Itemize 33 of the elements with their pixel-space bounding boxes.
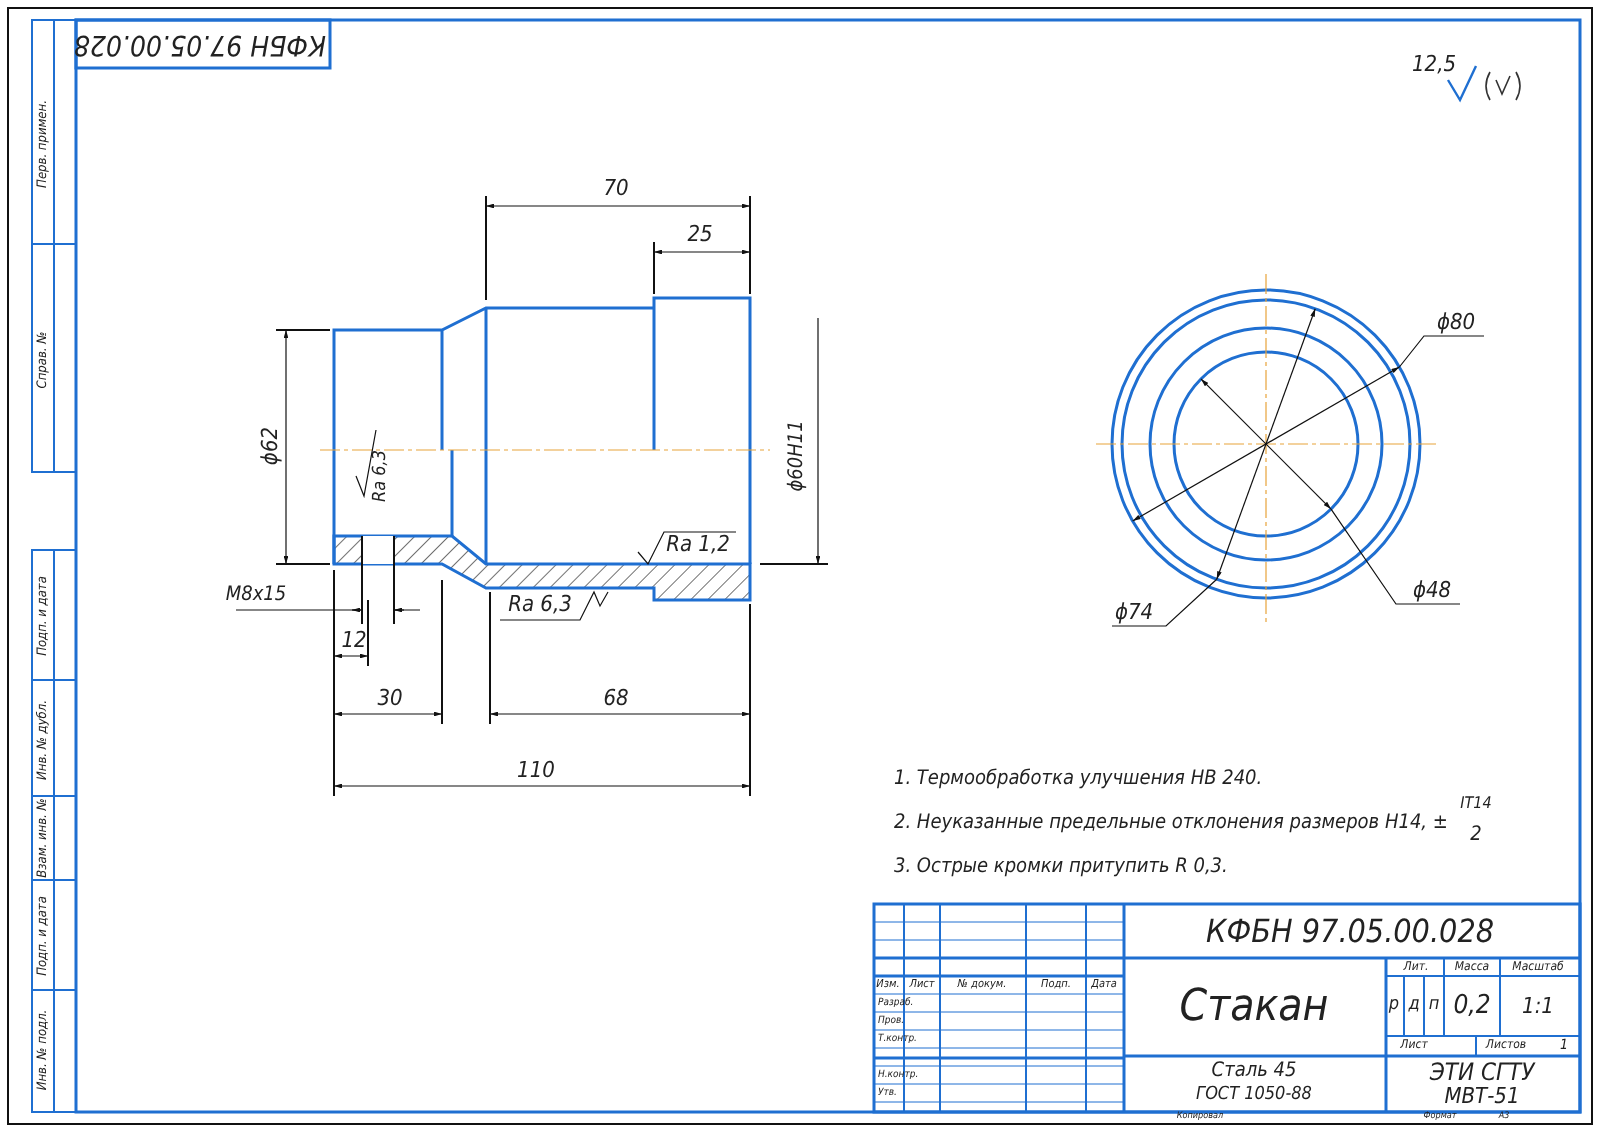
tolerance-numerator: IT14 [1460, 796, 1492, 812]
dimension-text: ϕ74 [1114, 601, 1154, 623]
stamp-text: КФБН 97.05.00.028 [74, 30, 326, 58]
group-text: МВТ-51 [1444, 1085, 1520, 1107]
dimension-text: 12 [341, 629, 367, 651]
roughness-value: Ra 6,3 [373, 449, 391, 503]
roughness-value: 12,5 [1411, 53, 1457, 75]
dimension-text: 70 [603, 177, 629, 199]
dimension-text: 25 [687, 223, 713, 245]
material-text: Сталь 45 [1211, 1062, 1297, 1082]
roughness-value: Ra 6,3 [508, 593, 572, 615]
material-standard: ГОСТ 1050-88 [1196, 1087, 1312, 1105]
letter-mark: д [1408, 997, 1420, 1015]
note-text: 2. Неуказанные предельные отклонения размеров Н14, ± [894, 814, 1448, 834]
dimension-text: ϕ60H11 [788, 420, 808, 492]
roughness-value: Ra 1,2 [666, 533, 730, 555]
tolerance-denominator: 2 [1470, 826, 1482, 846]
dimension-text: ϕ80 [1436, 311, 1476, 333]
dimension-text: M8x15 [225, 586, 287, 606]
note-text: 3. Острые кромки притупить R 0,3. [894, 858, 1228, 878]
dimension-text: 30 [377, 687, 403, 709]
dimension-text: ϕ62 [259, 426, 281, 466]
drawing-number: КФБН 97.05.00.028 [1206, 916, 1494, 948]
dimension-text: ϕ48 [1412, 579, 1452, 601]
note-text: 1. Термообработка улучшения НВ 240. [894, 770, 1263, 790]
letter-mark: п [1428, 997, 1440, 1015]
scale-value: 1:1 [1522, 995, 1554, 1017]
dimension-text: 68 [603, 687, 629, 709]
letter-mark: р [1388, 997, 1400, 1015]
dimension-text: 110 [517, 759, 555, 781]
organization-text: ЭТИ СГТУ [1429, 1060, 1535, 1084]
mass-value: 0,2 [1453, 993, 1491, 1019]
part-name: Стакан [1179, 986, 1329, 1030]
